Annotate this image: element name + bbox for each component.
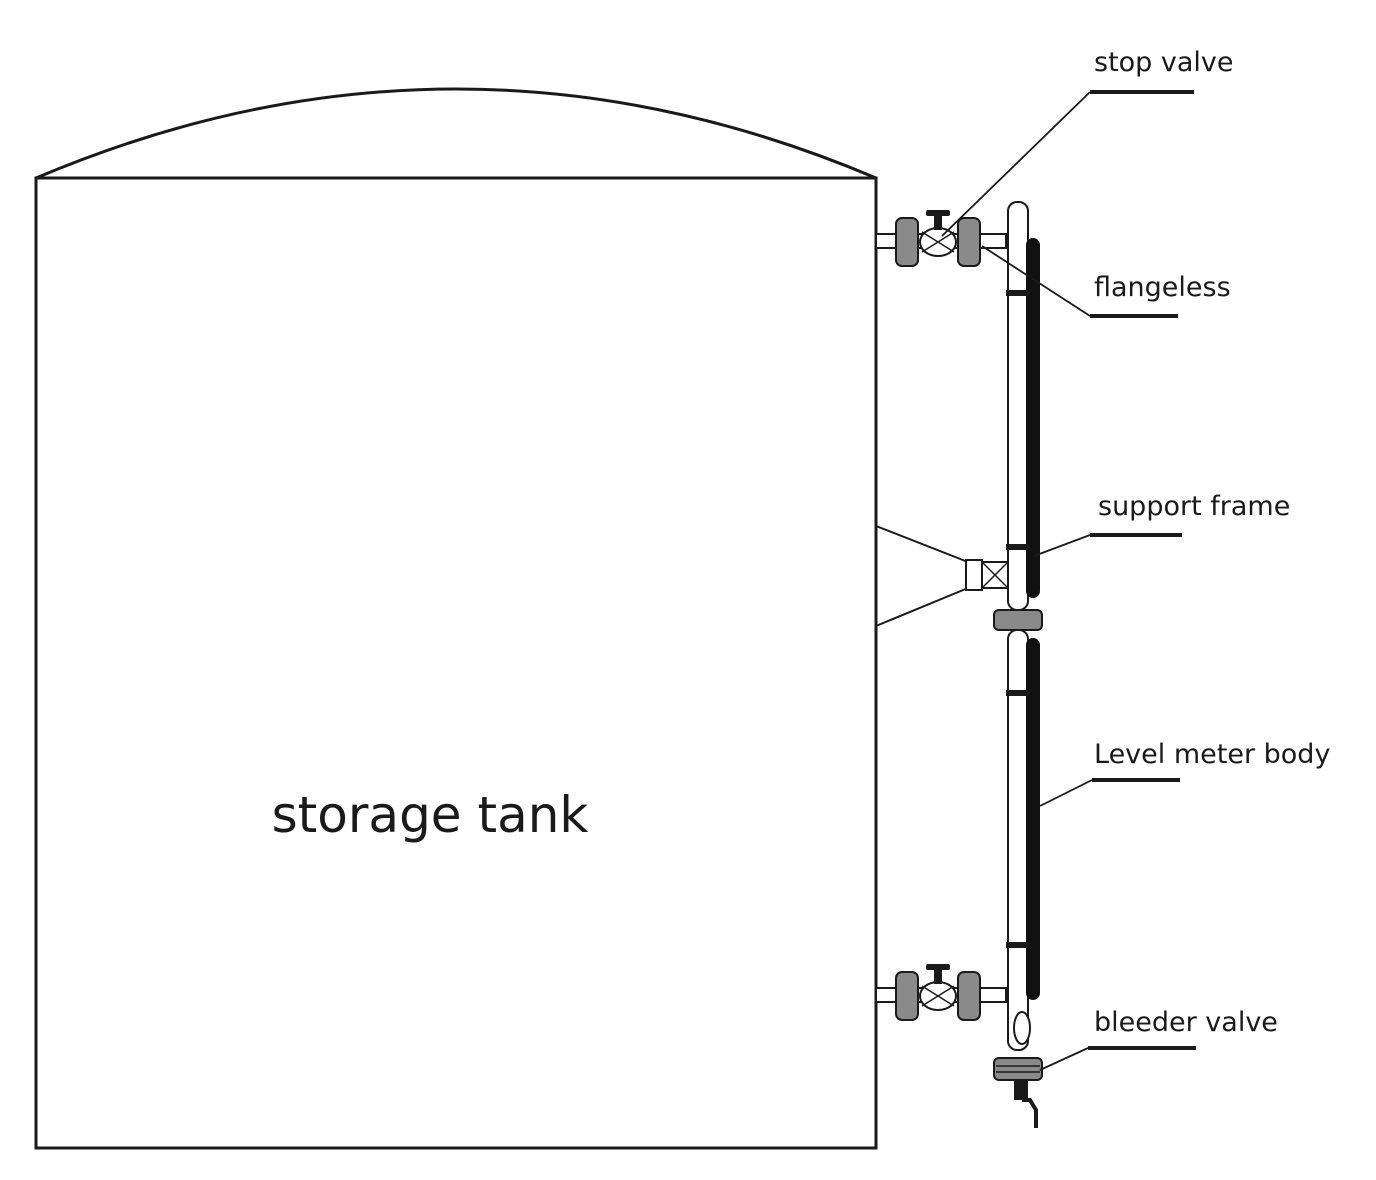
leader-flangeless — [981, 245, 1091, 317]
tank-dome — [35, 87, 877, 180]
label-level-meter-body: Level meter body — [1094, 739, 1330, 770]
meter-band-2 — [1006, 544, 1030, 550]
storage-tank: storage tank — [34, 87, 878, 1150]
upper-flange-left — [895, 217, 919, 267]
label-bleeder-valve: bleeder valve — [1094, 1007, 1278, 1038]
support-frame-brace — [981, 561, 1009, 589]
lower-flange-right — [957, 971, 981, 1021]
bleeder-flange-lines — [996, 1065, 1040, 1073]
bleeder-outlet — [1022, 1098, 1038, 1128]
upper-valve-seat — [921, 231, 955, 253]
meter-middle-flange — [993, 609, 1043, 631]
lower-valve-stem — [934, 968, 942, 984]
leader-bleeder-valve — [1039, 1047, 1089, 1071]
meter-band-1 — [1006, 290, 1030, 296]
lower-flange-left — [895, 971, 919, 1021]
upper-valve-handwheel — [926, 210, 950, 216]
lower-valve-seat — [921, 985, 955, 1007]
leader-level-meter-body — [1039, 779, 1093, 807]
label-stop-valve: stop valve — [1094, 47, 1234, 78]
lower-stop-valve — [875, 964, 1007, 1021]
callout-labels: stop valve flangeless support frame Leve… — [1094, 47, 1330, 1038]
label-flangeless: flangeless — [1094, 272, 1231, 303]
level-meter — [993, 201, 1043, 1051]
meter-band-4 — [1006, 942, 1030, 948]
upper-stop-valve — [875, 210, 1007, 267]
support-frame — [875, 525, 1009, 627]
meter-band-3 — [1006, 690, 1030, 696]
tank-label: storage tank — [272, 786, 589, 844]
upper-valve-stem — [934, 214, 942, 230]
leader-stop-valve — [941, 91, 1091, 237]
upper-indicator-column — [1026, 238, 1040, 598]
tank-body — [34, 176, 878, 1150]
label-support-frame: support frame — [1098, 491, 1290, 522]
bleeder-flange — [993, 1057, 1043, 1081]
callout-leaders — [941, 90, 1196, 1071]
support-frame-arms — [875, 525, 1008, 627]
support-frame-bracket — [965, 559, 983, 591]
upper-flange-right — [957, 217, 981, 267]
bleeder-valve — [993, 1011, 1043, 1128]
lower-indicator-column — [1026, 638, 1040, 1000]
lower-valve-handwheel — [926, 964, 950, 970]
bleeder-sight — [1013, 1011, 1031, 1045]
bleeder-stem — [1014, 1080, 1028, 1100]
leader-support-frame — [1033, 534, 1091, 557]
